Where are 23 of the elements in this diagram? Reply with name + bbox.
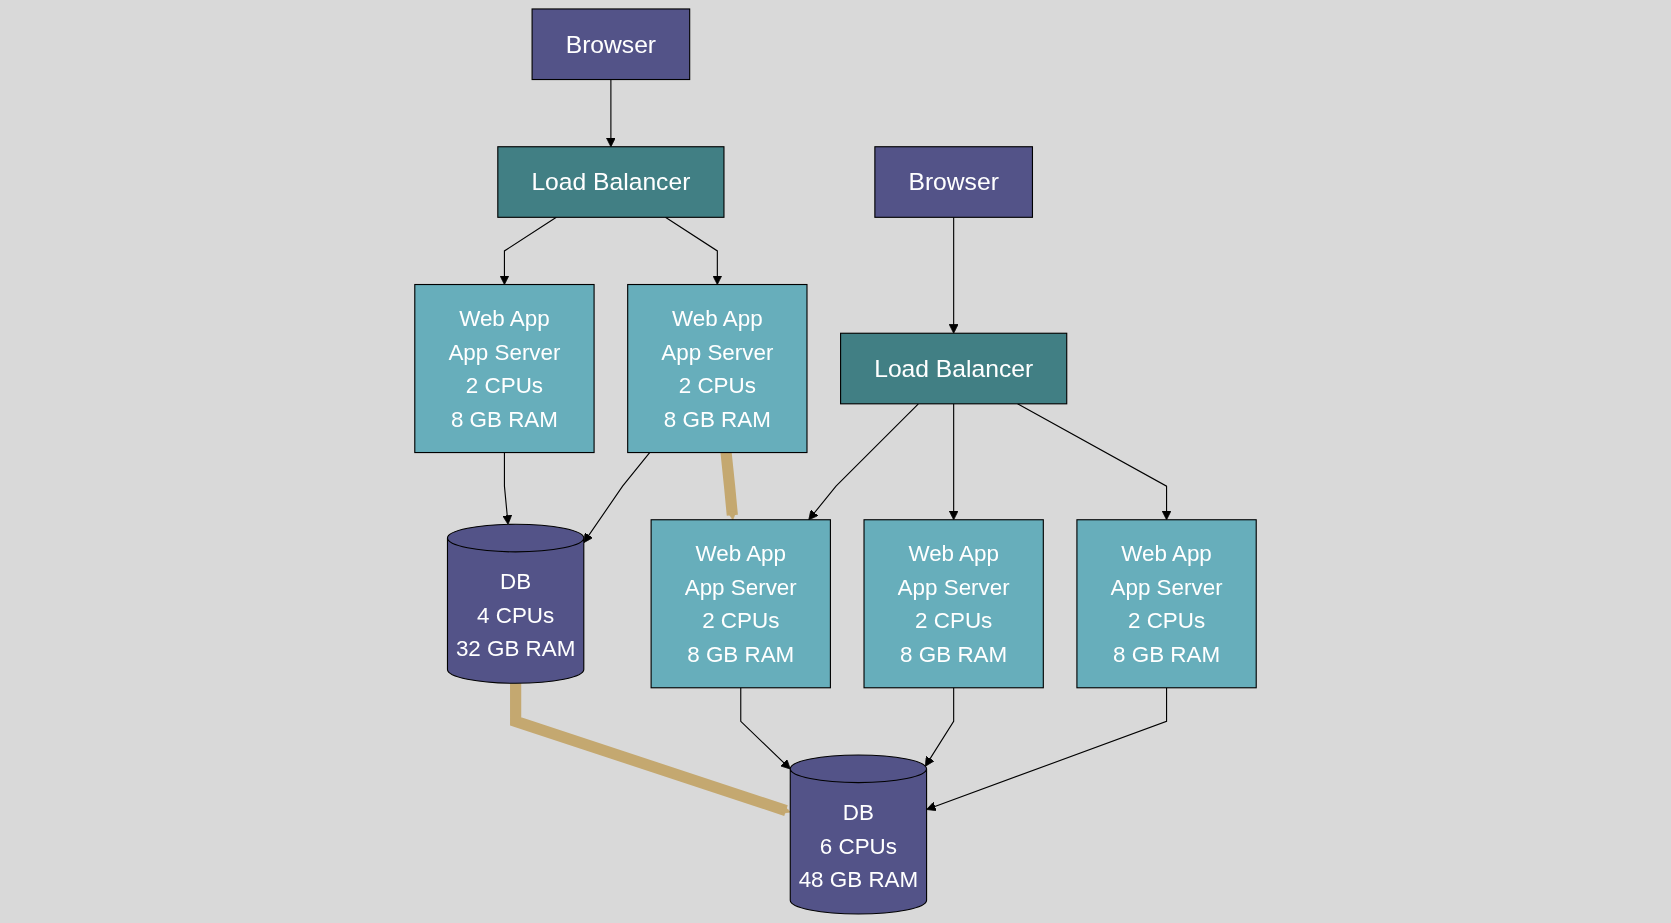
node-box: Web App App Server 2 CPUs 8 GB RAM <box>863 519 1044 689</box>
arrow <box>510 683 791 816</box>
node-box: Web App App Server 2 CPUs 8 GB RAM <box>1076 519 1257 689</box>
node-box: Browser <box>874 146 1033 218</box>
arrow <box>948 403 959 521</box>
arrow <box>502 452 513 525</box>
node-box: Load Balancer <box>840 332 1068 405</box>
arrow <box>926 687 1168 812</box>
arrow <box>808 403 919 521</box>
arrow <box>720 451 738 521</box>
node-box: Web App App Server 2 CPUs 8 GB RAM <box>627 283 808 454</box>
arrow <box>948 216 959 334</box>
arrow <box>605 78 616 148</box>
arrow <box>499 216 557 285</box>
arrow <box>664 216 723 285</box>
arrow <box>924 687 955 767</box>
arrow <box>740 687 791 770</box>
arrow <box>1016 403 1172 521</box>
node-box: Web App App Server 2 CPUs 8 GB RAM <box>650 519 831 689</box>
node-box: Browser <box>531 8 691 81</box>
arrow <box>583 452 651 544</box>
node-box: Web App App Server 2 CPUs 8 GB RAM <box>414 283 595 454</box>
node-box: Load Balancer <box>497 146 725 218</box>
